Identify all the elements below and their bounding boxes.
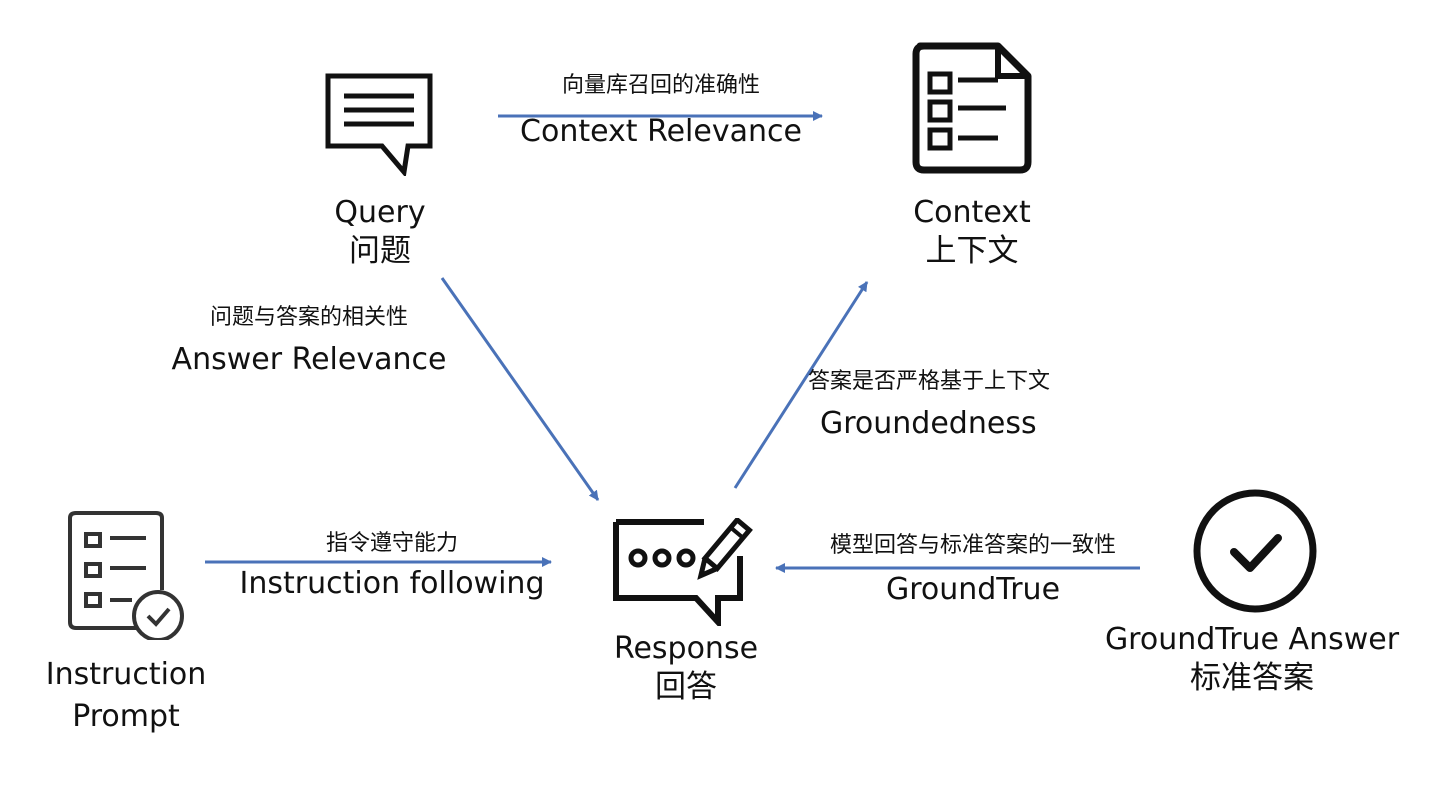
groundtrue-label-zh: 标准答案 xyxy=(1190,660,1314,696)
node-query: Query 问题 xyxy=(300,194,460,270)
groundedness-zh: 答案是否严格基于上下文 xyxy=(808,369,1051,394)
arrow-groundedness xyxy=(733,281,869,489)
context-label-en: Context xyxy=(913,195,1031,230)
answer-relevance-en: Answer Relevance xyxy=(171,342,447,377)
response-label-en: Response xyxy=(613,631,759,666)
speech-bubble-lines-icon xyxy=(325,73,433,176)
node-response: Response 回答 xyxy=(586,630,786,706)
groundtrue-edge-en: GroundTrue xyxy=(885,572,1061,607)
arrow-answer-relevance xyxy=(440,277,600,501)
instruction-label-line1: Instruction xyxy=(45,657,207,692)
query-label-en: Query xyxy=(334,195,426,230)
instruction-following-zh: 指令遵守能力 xyxy=(325,531,458,556)
check-circle-icon xyxy=(1193,489,1317,613)
context-relevance-en: Context Relevance xyxy=(520,114,802,149)
edge-label-groundedness: 答案是否严格基于上下文 Groundedness xyxy=(808,366,1108,446)
context-label-zh: 上下文 xyxy=(925,233,1019,269)
chat-pen-icon xyxy=(613,518,753,626)
instruction-following-en: Instruction following xyxy=(239,566,545,601)
edge-label-answer-relevance: 问题与答案的相关性 Answer Relevance xyxy=(164,302,454,382)
document-checklist-icon xyxy=(912,42,1032,174)
edge-label-groundtrue: 模型回答与标准答案的一致性 GroundTrue xyxy=(790,530,1156,612)
edge-label-instruction-following: 指令遵守能力 Instruction following xyxy=(232,528,552,606)
node-context: Context 上下文 xyxy=(872,194,1072,270)
query-label-zh: 问题 xyxy=(349,233,411,269)
edge-label-context-relevance: 向量库召回的准确性 Context Relevance xyxy=(496,70,826,154)
response-label-zh: 回答 xyxy=(655,669,717,705)
node-instruction-prompt: Instruction Prompt xyxy=(36,654,216,738)
node-groundtrue-answer: GroundTrue Answer 标准答案 xyxy=(1092,621,1412,697)
groundtrue-edge-zh: 模型回答与标准答案的一致性 xyxy=(829,533,1116,558)
checklist-verified-icon xyxy=(68,511,184,640)
groundtrue-label-en: GroundTrue Answer xyxy=(1104,622,1400,657)
instruction-label-line2: Prompt xyxy=(72,699,180,734)
answer-relevance-zh: 问题与答案的相关性 xyxy=(209,305,408,330)
context-relevance-zh: 向量库召回的准确性 xyxy=(561,73,760,98)
groundedness-en: Groundedness xyxy=(820,406,1037,441)
